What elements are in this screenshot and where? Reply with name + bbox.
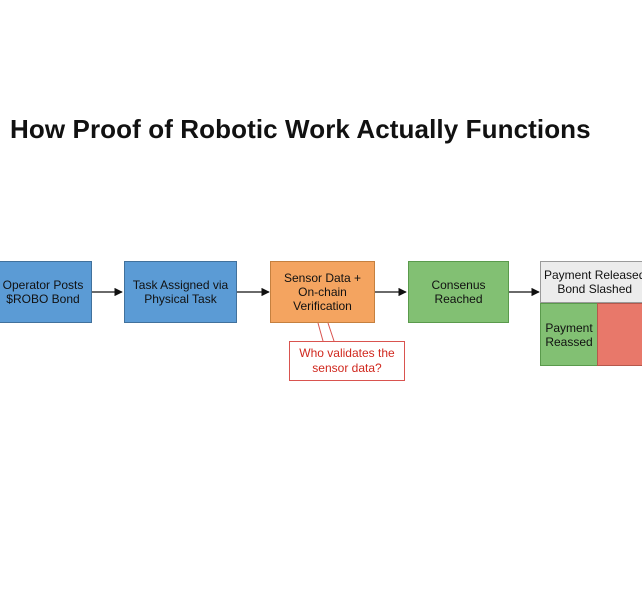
outcome-payment-reassed: Payment Reassed bbox=[540, 303, 598, 366]
callout-pointer bbox=[317, 322, 335, 342]
step-operator-label: Operator Posts $ROBO Bond bbox=[2, 278, 84, 306]
callout-who-validates: Who validates the sensor data? bbox=[289, 341, 405, 381]
outcome-reassed-label: Payment Reassed bbox=[545, 320, 593, 349]
step-consensus-label: Consenus Reached bbox=[431, 278, 486, 306]
step-consensus-reached: Consenus Reached bbox=[408, 261, 509, 323]
step-sensor-label: Sensor Data + On-chain Verification bbox=[283, 271, 362, 313]
step-sensor-verification: Sensor Data + On-chain Verification bbox=[270, 261, 375, 323]
step-task-assigned: Task Assigned via Physical Task bbox=[124, 261, 237, 323]
diagram-title: How Proof of Robotic Work Actually Funct… bbox=[10, 114, 591, 144]
step-operator-posts-bond: Operator Posts $ROBO Bond bbox=[0, 261, 92, 323]
step-task-label: Task Assigned via Physical Task bbox=[132, 278, 229, 306]
outcome-bond-slashed bbox=[597, 303, 642, 366]
outcome-payment-released: Payment Released Bond Slashed bbox=[540, 261, 642, 303]
outcome-released-label: Payment Released Bond Slashed bbox=[544, 268, 642, 296]
callout-label: Who validates the sensor data? bbox=[299, 346, 395, 375]
